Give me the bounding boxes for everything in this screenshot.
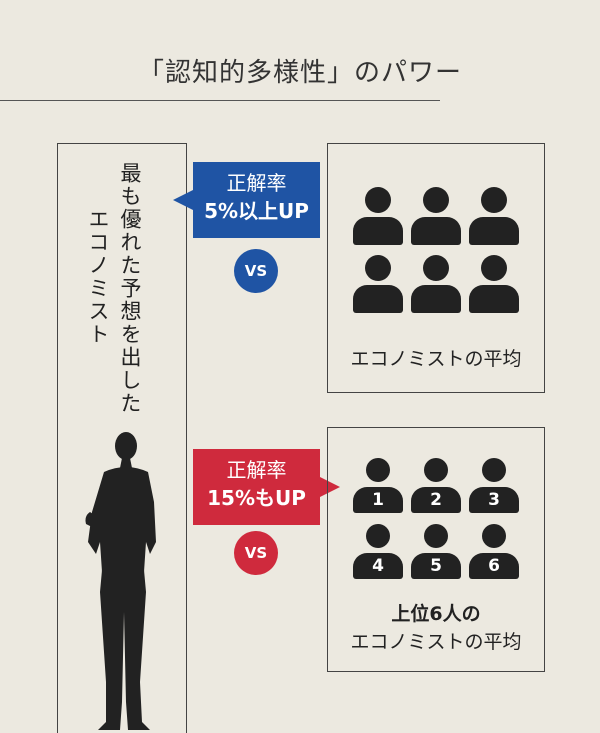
person-head [481, 187, 507, 213]
accuracy-label: 正解率 [226, 458, 287, 482]
economist-average-caption: エコノミストの平均 [350, 348, 522, 370]
person-head [424, 458, 448, 482]
person-body [469, 217, 519, 245]
accuracy-bubble-top: 正解率 5%以上UP [173, 162, 320, 238]
person-head [481, 255, 507, 281]
person-body [469, 285, 519, 313]
economist-average-panel [327, 143, 545, 393]
person-body [353, 285, 403, 313]
person-head [482, 524, 506, 548]
person-body [411, 217, 461, 245]
businessman-silhouette-icon [85, 432, 156, 730]
person-head [366, 524, 390, 548]
accuracy-value: 5%以上UP [204, 199, 309, 223]
person-head [423, 187, 449, 213]
accuracy-bubble-bottom: 正解率 15%もUP [193, 449, 340, 525]
person-head [424, 524, 448, 548]
person-body [353, 217, 403, 245]
person-head [482, 458, 506, 482]
person-body: 4 [353, 553, 403, 579]
person-body: 3 [469, 487, 519, 513]
vs-badge-bottom: VS [234, 531, 278, 575]
vs-badge-top: VS [234, 249, 278, 293]
person-body: 5 [411, 553, 461, 579]
left-panel-label-line1: 最も優れた予想を出した [118, 162, 142, 415]
person-head [365, 187, 391, 213]
top6-caption: 上位6人の エコノミストの平均 [327, 600, 545, 656]
left-panel-label-line2: エコノミスト [86, 208, 110, 346]
accuracy-label: 正解率 [226, 171, 287, 195]
top6-caption-line2: エコノミストの平均 [350, 631, 522, 653]
person-head [365, 255, 391, 281]
top6-economist-panel [327, 427, 545, 672]
title-divider [0, 100, 440, 101]
person-body: 2 [411, 487, 461, 513]
person-head [366, 458, 390, 482]
person-body: 1 [353, 487, 403, 513]
page-title: 「認知的多様性」のパワー [137, 58, 462, 88]
left-panel [57, 143, 187, 733]
person-head [423, 255, 449, 281]
accuracy-value: 15%もUP [207, 486, 306, 510]
top6-caption-line1: 上位6人の [391, 603, 481, 625]
person-body [411, 285, 461, 313]
person-body: 6 [469, 553, 519, 579]
